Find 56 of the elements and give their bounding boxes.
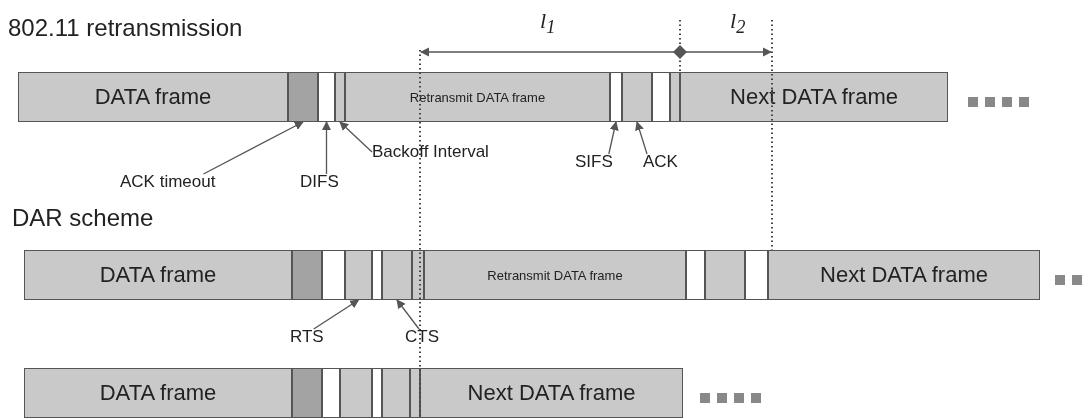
frame-label: DATA frame bbox=[99, 380, 217, 406]
interval-segment bbox=[318, 72, 335, 122]
frame-segment bbox=[18, 72, 288, 122]
section-title: DAR scheme bbox=[12, 204, 154, 232]
frame-segment bbox=[24, 368, 292, 418]
interval-segment bbox=[705, 250, 745, 300]
frame-label: DATA frame bbox=[99, 262, 217, 288]
leader-line bbox=[396, 299, 420, 330]
frame-label: Next DATA frame bbox=[730, 84, 898, 110]
interval-segment bbox=[745, 250, 768, 300]
frame-label: Retransmit DATA frame bbox=[487, 267, 623, 283]
interval-segment bbox=[340, 368, 372, 418]
interval-segment bbox=[345, 250, 372, 300]
interval-segment bbox=[670, 72, 680, 122]
callout-label: RTS bbox=[290, 327, 324, 347]
callout-label: Backoff Interval bbox=[372, 142, 489, 162]
interval-segment bbox=[410, 368, 420, 418]
interval-segment bbox=[292, 368, 322, 418]
frame-segment bbox=[680, 72, 948, 122]
callout-label: CTS bbox=[405, 327, 439, 347]
frame-label: Next DATA frame bbox=[467, 380, 636, 406]
interval-segment bbox=[622, 72, 652, 122]
interval-segment bbox=[610, 72, 622, 122]
callout-label: ACK bbox=[643, 152, 678, 172]
section-title: 802.11 retransmission bbox=[8, 14, 243, 42]
callout-label: SIFS bbox=[575, 152, 613, 172]
interval-segment bbox=[382, 250, 412, 300]
leader-line bbox=[202, 121, 304, 175]
frame-segment bbox=[420, 368, 683, 418]
frame-segment bbox=[768, 250, 1040, 300]
frame-segment bbox=[345, 72, 610, 122]
frame-segment bbox=[24, 250, 292, 300]
interval-segment bbox=[372, 368, 382, 418]
leader-line bbox=[321, 121, 332, 175]
interval-segment bbox=[322, 250, 345, 300]
frame-label: Retransmit DATA frame bbox=[409, 89, 546, 105]
interval-segment bbox=[288, 72, 318, 122]
interval-segment bbox=[652, 72, 670, 122]
interval-segment bbox=[322, 368, 340, 418]
leader-line bbox=[608, 121, 619, 155]
interval-segment bbox=[686, 250, 705, 300]
frame-label: Next DATA frame bbox=[820, 262, 988, 288]
interval-segment bbox=[382, 368, 410, 418]
leader-line bbox=[339, 121, 373, 153]
interval-segment bbox=[292, 250, 322, 300]
frame-segment bbox=[424, 250, 686, 300]
callout-label: DIFS bbox=[300, 172, 339, 192]
callout-label: ACK timeout bbox=[120, 172, 216, 192]
dimension-label: l$_{2}$ bbox=[730, 8, 746, 39]
leader-line bbox=[635, 121, 648, 155]
dimension-label: l$_{1}$ bbox=[540, 8, 556, 39]
interval-segment bbox=[412, 250, 424, 300]
interval-segment bbox=[372, 250, 382, 300]
frame-label: DATA frame bbox=[94, 84, 212, 110]
interval-segment bbox=[335, 72, 345, 122]
leader-line bbox=[313, 299, 360, 330]
